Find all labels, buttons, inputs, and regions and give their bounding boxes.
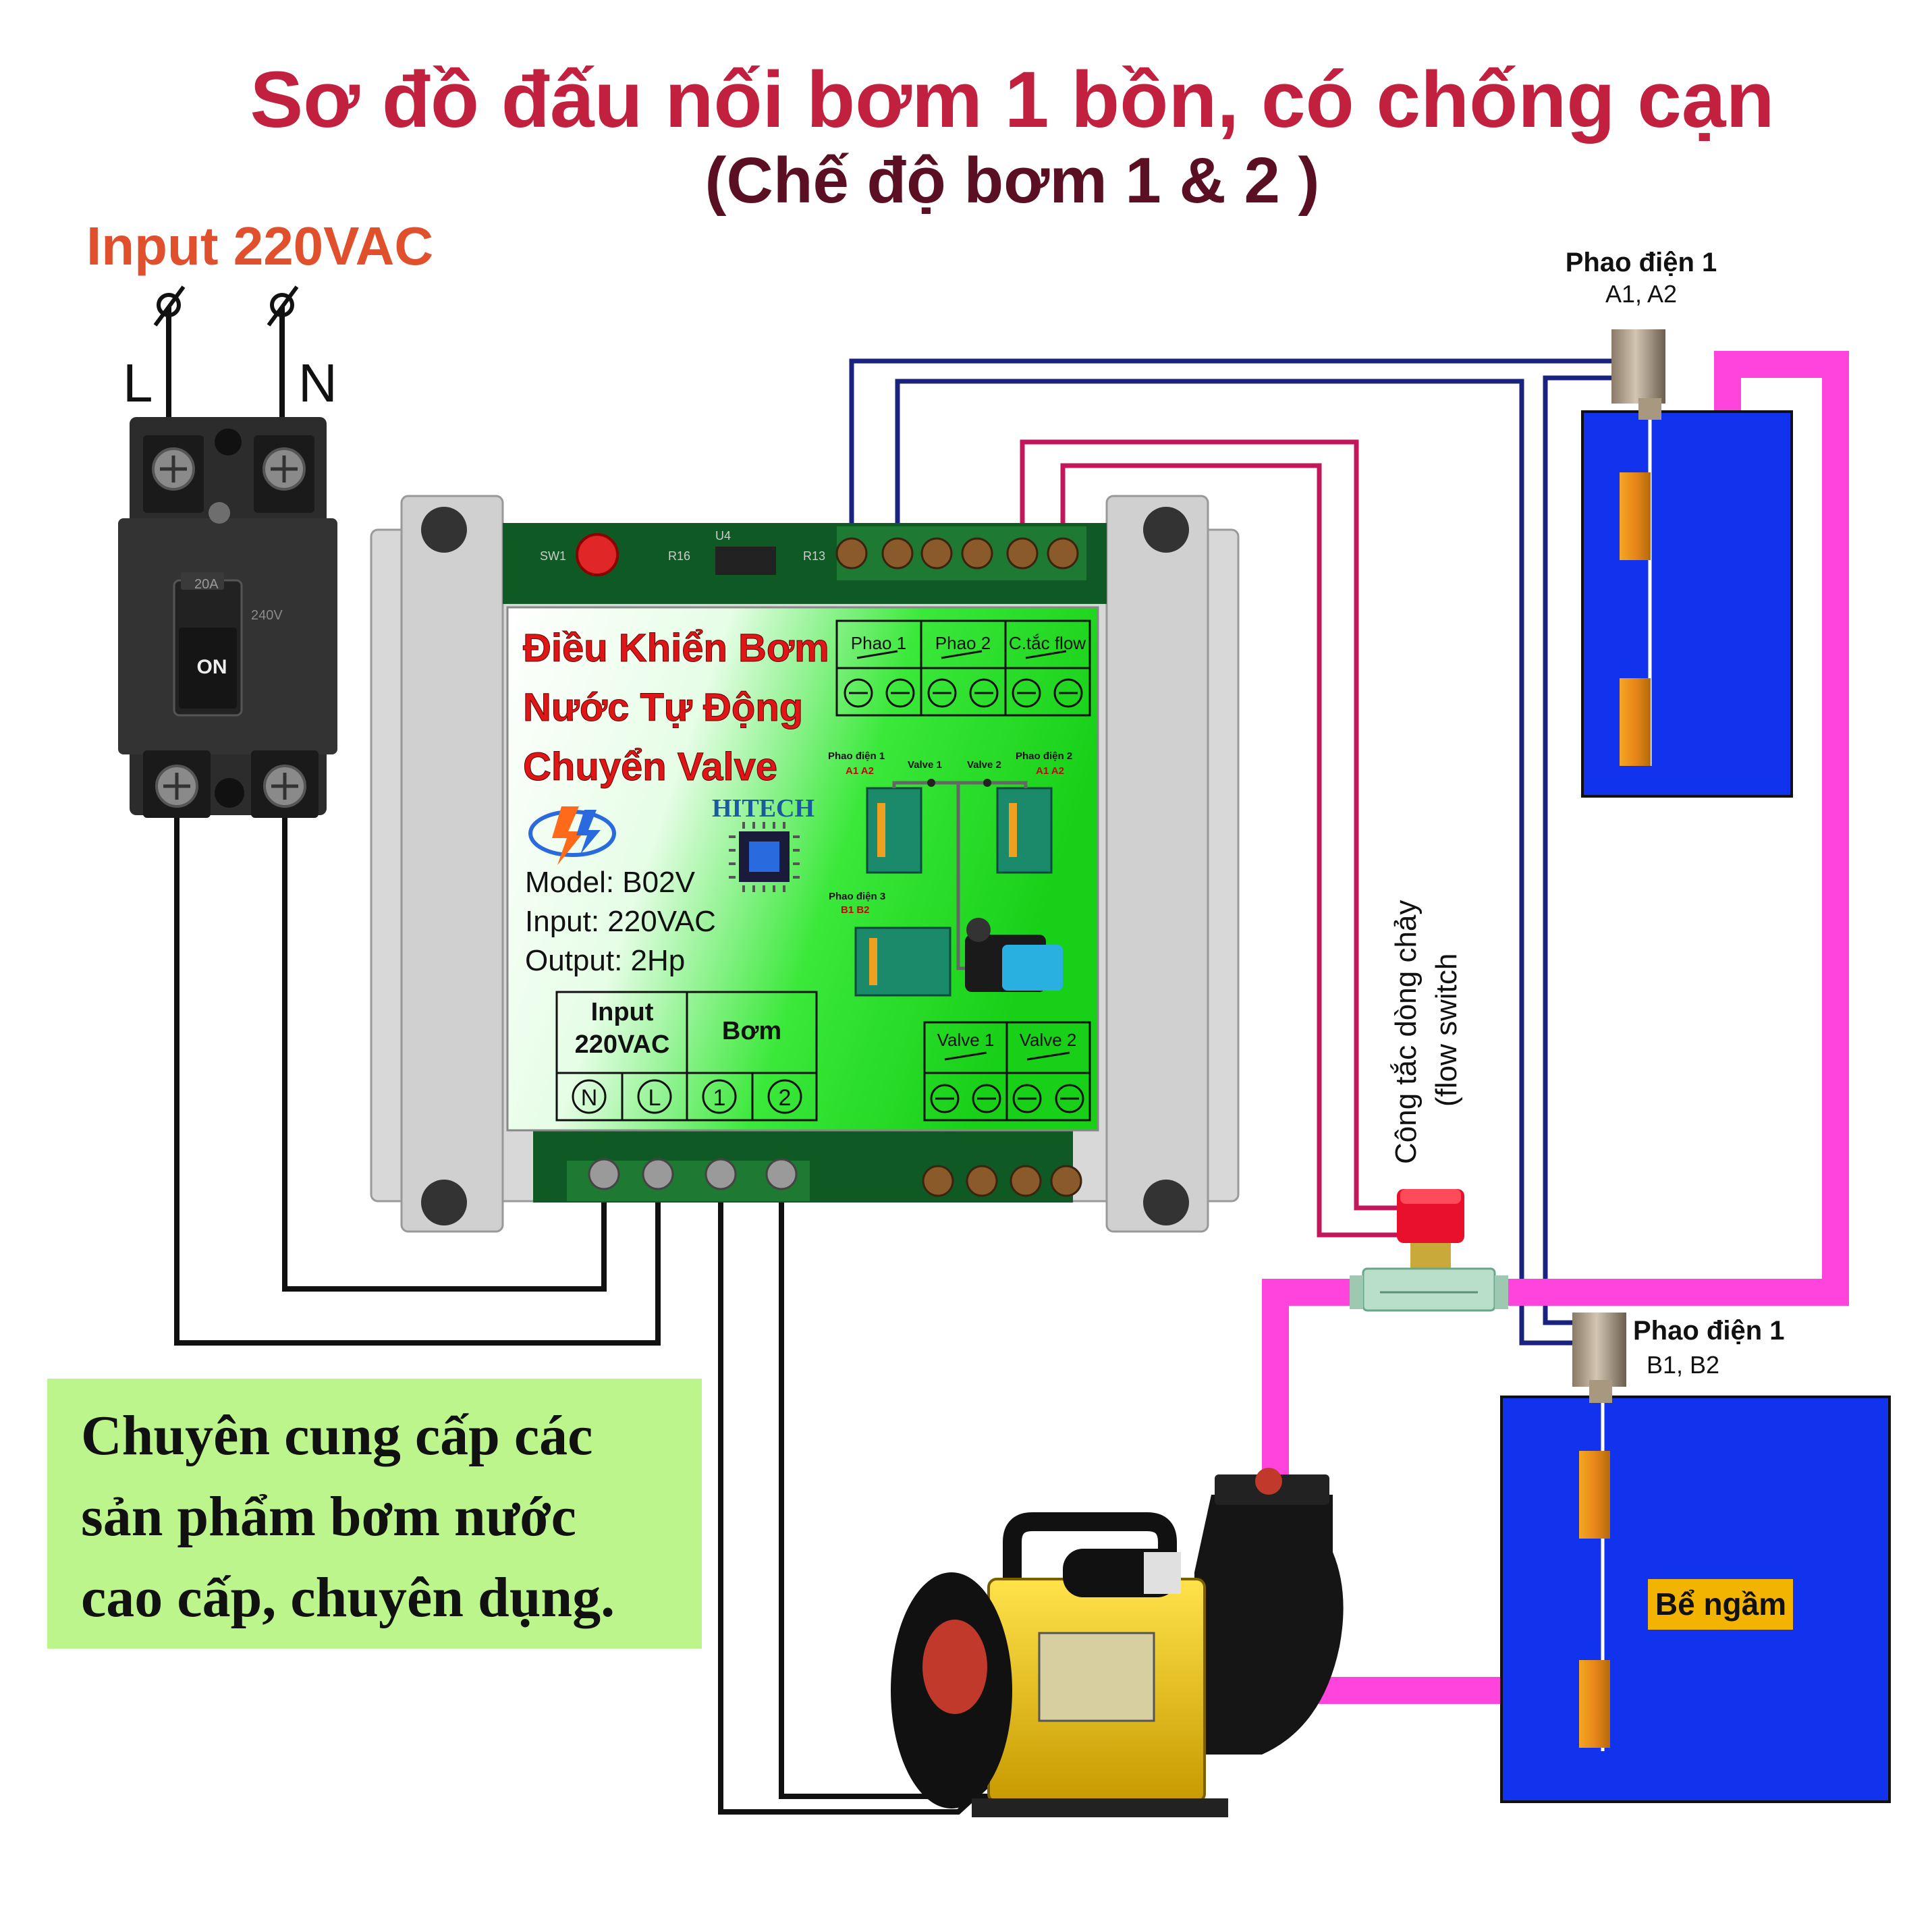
pcb-label-r16: R16 bbox=[668, 549, 690, 563]
power-pin-l: L bbox=[648, 1085, 661, 1111]
valve-terminal-table bbox=[923, 1021, 1091, 1122]
top-terminal-table bbox=[835, 619, 1091, 717]
power-pump-label: Bơm bbox=[722, 1017, 781, 1045]
mini-diagram bbox=[854, 779, 1063, 997]
terminal-phao-2: Phao 2 bbox=[935, 633, 991, 653]
controller-model: Model: B02V bbox=[525, 866, 696, 899]
brand-logo-icon bbox=[528, 806, 616, 865]
flow-switch-label-1: Công tắc dòng chảy bbox=[1389, 900, 1423, 1164]
mini-valve-1: Valve 1 bbox=[908, 759, 942, 771]
input-label: Input 220VAC bbox=[86, 216, 433, 276]
mini-float-2-pins: A1 A2 bbox=[1036, 765, 1064, 777]
controller-title-line-2: Nước Tự Động bbox=[523, 686, 803, 729]
lower-float-sensor-head bbox=[1572, 1313, 1626, 1387]
ad-box bbox=[47, 1379, 702, 1649]
breaker-on-label: ON bbox=[197, 656, 227, 678]
terminal-l-label: L bbox=[123, 353, 153, 413]
pcb-label-u4: U4 bbox=[715, 529, 731, 543]
ad-line-3: cao cấp, chuyên dụng. bbox=[81, 1566, 615, 1629]
power-pin-1: 1 bbox=[713, 1085, 726, 1111]
controller-title-line-1: Điều Khiển Bơm bbox=[523, 626, 829, 670]
flow-switch-label-2: (flow switch bbox=[1430, 954, 1463, 1107]
ad-line-2: sản phẩm bơm nước bbox=[81, 1485, 576, 1548]
water-pump bbox=[891, 1468, 1344, 1817]
power-pin-2: 2 bbox=[779, 1085, 792, 1111]
mini-float-3-name: Phao điện 3 bbox=[829, 891, 885, 902]
controller-title-line-3: Chuyển Valve bbox=[523, 745, 777, 789]
flow-switch-wires bbox=[1020, 439, 1400, 1238]
upper-float-name: Phao điện 1 bbox=[1566, 248, 1717, 277]
mini-valve-2: Valve 2 bbox=[967, 759, 1001, 771]
mini-float-1-pins: A1 A2 bbox=[846, 765, 874, 777]
upper-float-sensor-head bbox=[1611, 329, 1665, 404]
input-terminals bbox=[153, 285, 299, 432]
terminal-n-label: N bbox=[298, 353, 337, 413]
mini-float-2-name: Phao điện 2 bbox=[1016, 750, 1072, 762]
terminal-flow-switch: C.tắc flow bbox=[1009, 633, 1086, 653]
underground-tank-label: Bể ngầm bbox=[1655, 1586, 1786, 1622]
terminal-valve-1: Valve 1 bbox=[937, 1030, 995, 1050]
upper-tank bbox=[1581, 329, 1793, 798]
terminal-valve-2: Valve 2 bbox=[1020, 1030, 1077, 1050]
pcb-label-r13: R13 bbox=[803, 549, 825, 563]
power-input-label-1: Input bbox=[591, 998, 654, 1026]
upper-float-terminals: A1, A2 bbox=[1605, 280, 1677, 308]
flow-switch bbox=[1350, 1189, 1508, 1312]
mini-float-1-name: Phao điện 1 bbox=[828, 750, 885, 762]
power-terminal-table bbox=[555, 991, 818, 1122]
breaker-rating: 20A bbox=[194, 577, 219, 592]
brand-name: HITECH bbox=[712, 794, 815, 823]
chip-icon bbox=[729, 822, 800, 892]
diagram-subtitle: (Chế độ bơm 1 & 2 ) bbox=[705, 144, 1320, 217]
terminal-phao-1: Phao 1 bbox=[851, 633, 906, 653]
pcb-label-sw1: SW1 bbox=[540, 549, 566, 563]
lower-float-name: Phao điện 1 bbox=[1633, 1316, 1785, 1346]
float-wires bbox=[849, 358, 1616, 1346]
diagram-title: Sơ đồ đấu nối bơm 1 bồn, có chống cạn bbox=[250, 55, 1774, 144]
ad-line-1: Chuyên cung cấp các bbox=[81, 1404, 592, 1467]
power-pin-n: N bbox=[581, 1085, 598, 1111]
power-input-label-2: 220VAC bbox=[575, 1030, 670, 1059]
underground-tank bbox=[1500, 1313, 1891, 1803]
controller-output: Output: 2Hp bbox=[525, 944, 685, 977]
controller-input: Input: 220VAC bbox=[525, 905, 716, 938]
breaker-voltage: 240V bbox=[251, 608, 283, 623]
mini-float-3-pins: B1 B2 bbox=[841, 904, 870, 916]
lower-float-terminals: B1, B2 bbox=[1647, 1351, 1719, 1379]
circuit-breaker: 20A 240V ON bbox=[118, 417, 337, 818]
